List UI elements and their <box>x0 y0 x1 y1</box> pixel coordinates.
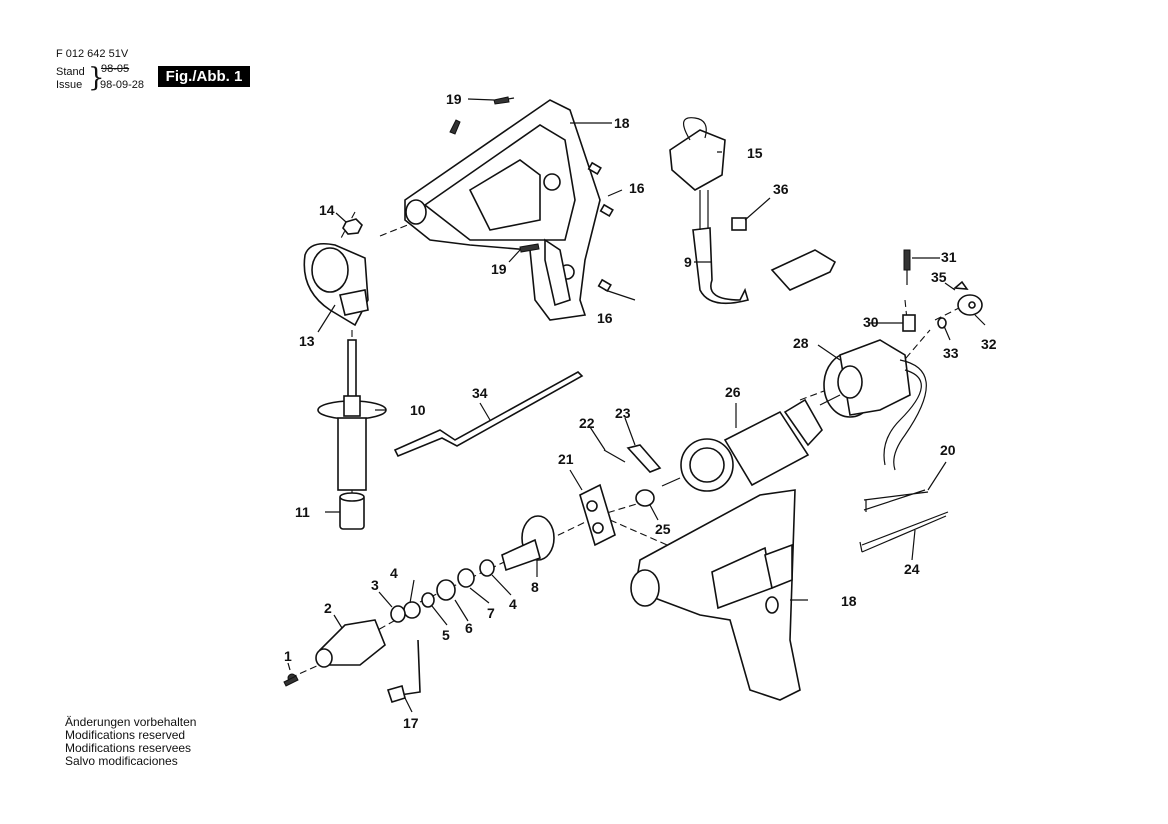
part-label-9: 9 <box>684 254 692 270</box>
part-label-18b: 18 <box>841 593 857 609</box>
part-label-30: 30 <box>863 314 879 330</box>
part-label-32: 32 <box>981 336 997 352</box>
part-label-17: 17 <box>403 715 419 731</box>
issue-label: Issue <box>56 79 83 91</box>
part-label-28: 28 <box>793 335 809 351</box>
part-label-19a: 19 <box>446 91 462 107</box>
switch-and-cable <box>669 117 837 305</box>
armature <box>661 394 841 492</box>
stand-label: Stand <box>56 66 85 78</box>
part-label-31: 31 <box>941 249 957 265</box>
auxiliary-handle-clamp <box>303 242 369 327</box>
part-label-19b: 19 <box>491 261 507 277</box>
part-label-10: 10 <box>410 402 426 418</box>
housing-half-bottom <box>630 489 801 701</box>
part-label-23: 23 <box>615 405 631 421</box>
disclaimer-notes: Änderungen vorbehalten Modifications res… <box>65 716 196 768</box>
bearings-and-brackets <box>579 444 662 547</box>
part-label-11: 11 <box>295 504 310 520</box>
part-label-3: 3 <box>371 577 379 593</box>
springs <box>859 489 949 553</box>
date-brace: } <box>88 63 105 93</box>
part-label-13: 13 <box>299 333 315 349</box>
part-label-1: 1 <box>284 648 292 664</box>
issue-date: 98-09-28 <box>100 79 145 91</box>
spindle-assembly <box>390 515 555 623</box>
part-label-6: 6 <box>465 620 473 636</box>
part-label-4b: 4 <box>509 596 517 612</box>
screws <box>283 96 540 687</box>
drill-chuck <box>315 619 421 703</box>
part-label-15: 15 <box>747 145 763 161</box>
note-french: Modifications reservees <box>65 741 192 755</box>
housing-half-top <box>404 99 601 321</box>
field-coil <box>823 339 927 471</box>
part-label-35: 35 <box>931 269 947 285</box>
part-label-33: 33 <box>943 345 959 361</box>
document-number: F 012 642 51V <box>56 48 129 60</box>
part-label-5: 5 <box>442 627 450 643</box>
part-label-8: 8 <box>531 579 539 595</box>
part-label-36: 36 <box>773 181 789 197</box>
side-handle <box>317 339 387 530</box>
depth-stop-rod <box>393 371 584 458</box>
nut <box>342 218 363 235</box>
part-label-21: 21 <box>558 451 574 467</box>
part-label-7: 7 <box>487 605 495 621</box>
part-label-22: 22 <box>579 415 595 431</box>
note-english: Modifications reserved <box>65 728 186 742</box>
note-german: Änderungen vorbehalten <box>65 715 197 729</box>
label-leaders <box>287 98 986 713</box>
part-label-25: 25 <box>655 521 671 537</box>
figure-badge: Fig./Abb. 1 <box>158 66 250 87</box>
brush-parts <box>902 249 983 332</box>
note-spanish: Salvo modificaciones <box>65 754 178 768</box>
part-label-18a: 18 <box>614 115 630 131</box>
part-label-16a: 16 <box>629 180 645 196</box>
pins <box>587 161 614 293</box>
stand-date: 98-05 <box>101 63 130 75</box>
part-label-4a: 4 <box>390 565 398 581</box>
part-label-16b: 16 <box>597 310 613 326</box>
part-label-14: 14 <box>319 202 335 218</box>
part-label-26: 26 <box>725 384 741 400</box>
part-label-34: 34 <box>472 385 488 401</box>
part-label-2: 2 <box>324 600 332 616</box>
part-label-24: 24 <box>904 561 920 577</box>
part-label-20: 20 <box>940 442 956 458</box>
part-number-labels: 1 2 3 4 4 5 6 7 8 9 10 11 13 14 15 16 16… <box>284 91 997 731</box>
